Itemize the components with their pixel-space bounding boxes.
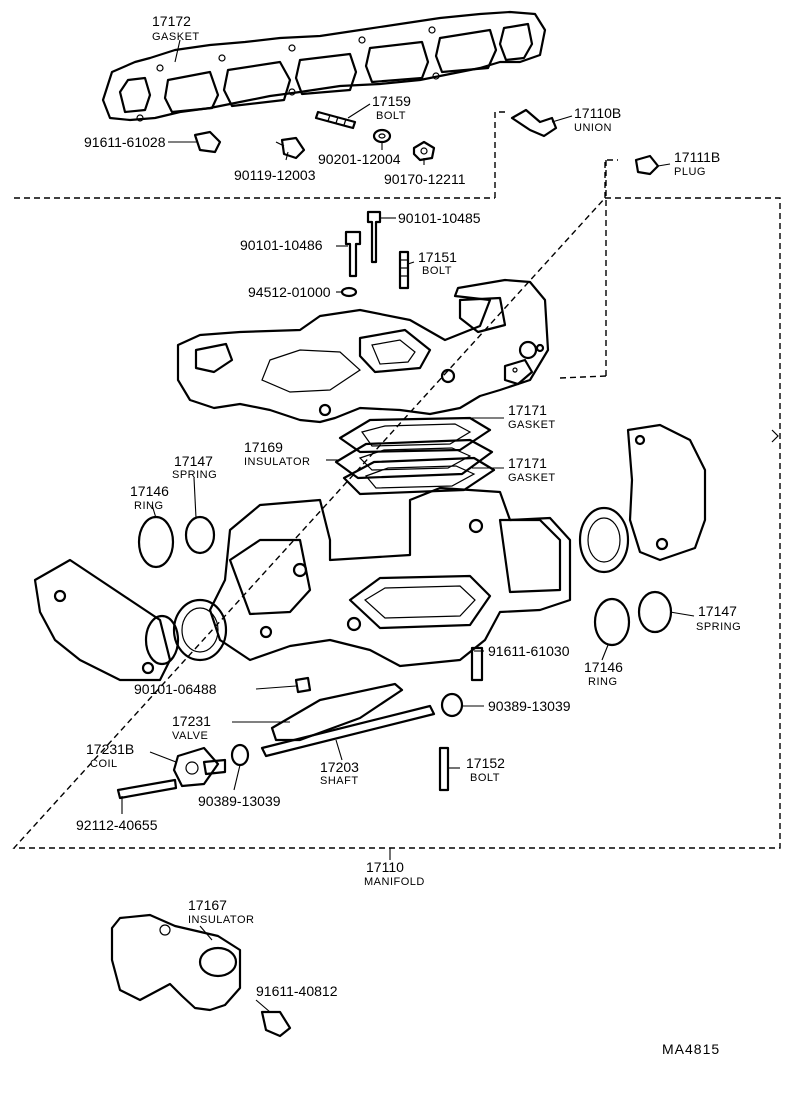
- top-hardware-drawings: [193, 108, 660, 176]
- label-17110b-name: UNION: [574, 122, 612, 134]
- upper-manifold-body-drawing: [176, 278, 550, 424]
- label-17111b-name: PLUG: [674, 166, 706, 178]
- lower-manifold-body-drawing: [172, 486, 572, 668]
- label-90389-13039-left: 90389-13039: [198, 793, 281, 809]
- label-17151-num: 17151: [418, 249, 457, 265]
- label-17151-name: BOLT: [422, 265, 452, 277]
- label-17159-num: 17159: [372, 93, 411, 109]
- label-17231-name: VALVE: [172, 730, 208, 742]
- label-17169-name: INSULATOR: [244, 456, 310, 468]
- label-94512-01000: 94512-01000: [248, 284, 331, 300]
- label-90101-10486: 90101-10486: [240, 237, 323, 253]
- label-17152-name: BOLT: [470, 772, 500, 784]
- label-17231-num: 17231: [172, 713, 211, 729]
- label-17167-num: 17167: [188, 897, 227, 913]
- label-17147b-name: SPRING: [696, 621, 741, 633]
- label-17231b-name: COIL: [90, 758, 118, 770]
- label-92112-40655: 92112-40655: [76, 817, 158, 833]
- intake-gasket-drawing: [101, 10, 547, 122]
- label-17147a-num: 17147: [174, 453, 213, 469]
- label-90119-12003: 90119-12003: [234, 167, 316, 183]
- label-90201-12004: 90201-12004: [318, 151, 401, 167]
- label-17110b-num: 17110B: [574, 105, 621, 121]
- label-17167-name: INSULATOR: [188, 914, 254, 926]
- label-17203-name: SHAFT: [320, 775, 359, 787]
- label-17172-num: 17172: [152, 13, 191, 29]
- label-90101-10485: 90101-10485: [398, 210, 481, 226]
- label-90101-06488: 90101-06488: [134, 681, 217, 697]
- label-17146a-num: 17146: [130, 483, 169, 499]
- gasket-insulator-stack-drawing: [334, 416, 496, 496]
- label-17146a-name: RING: [134, 500, 164, 512]
- label-17171b-name: GASKET: [508, 472, 556, 484]
- label-91611-61028: 91611-61028: [84, 134, 166, 150]
- label-17146b-num: 17146: [584, 659, 623, 675]
- label-17147b-num: 17147: [698, 603, 737, 619]
- manifold-assembly-frame: [12, 111, 781, 849]
- label-17111b-num: 17111B: [674, 149, 720, 165]
- label-17152-num: 17152: [466, 755, 505, 771]
- label-17172-name: GASKET: [152, 31, 200, 43]
- rings-springs-drawings: [137, 515, 673, 647]
- part-labels: 17172 GASKET 17159 BOLT 17110B UNION 171…: [76, 13, 741, 1057]
- left-elbow-drawing: [33, 558, 180, 682]
- bottom-insulator-drawing: [110, 913, 292, 1038]
- label-90170-12211: 90170-12211: [384, 171, 466, 187]
- label-90389-13039-right: 90389-13039: [488, 698, 571, 714]
- label-17171a-num: 17171: [508, 402, 547, 418]
- diagram-code: MA4815: [662, 1041, 720, 1057]
- label-17203-num: 17203: [320, 759, 359, 775]
- leader-lines: [121, 39, 695, 1013]
- label-17169-num: 17169: [244, 439, 283, 455]
- right-elbow-drawing: [578, 423, 707, 574]
- label-91611-61030: 91611-61030: [488, 643, 570, 659]
- label-17146b-name: RING: [588, 676, 618, 688]
- label-17231b-num: 17231B: [86, 741, 134, 757]
- label-17171a-name: GASKET: [508, 419, 556, 431]
- label-91611-40812: 91611-40812: [256, 983, 338, 999]
- label-17159-name: BOLT: [376, 110, 406, 122]
- label-17110-num: 17110: [366, 859, 404, 875]
- label-17171b-num: 17171: [508, 455, 547, 471]
- label-17147a-name: SPRING: [172, 469, 217, 481]
- label-17110-name: MANIFOLD: [364, 876, 425, 888]
